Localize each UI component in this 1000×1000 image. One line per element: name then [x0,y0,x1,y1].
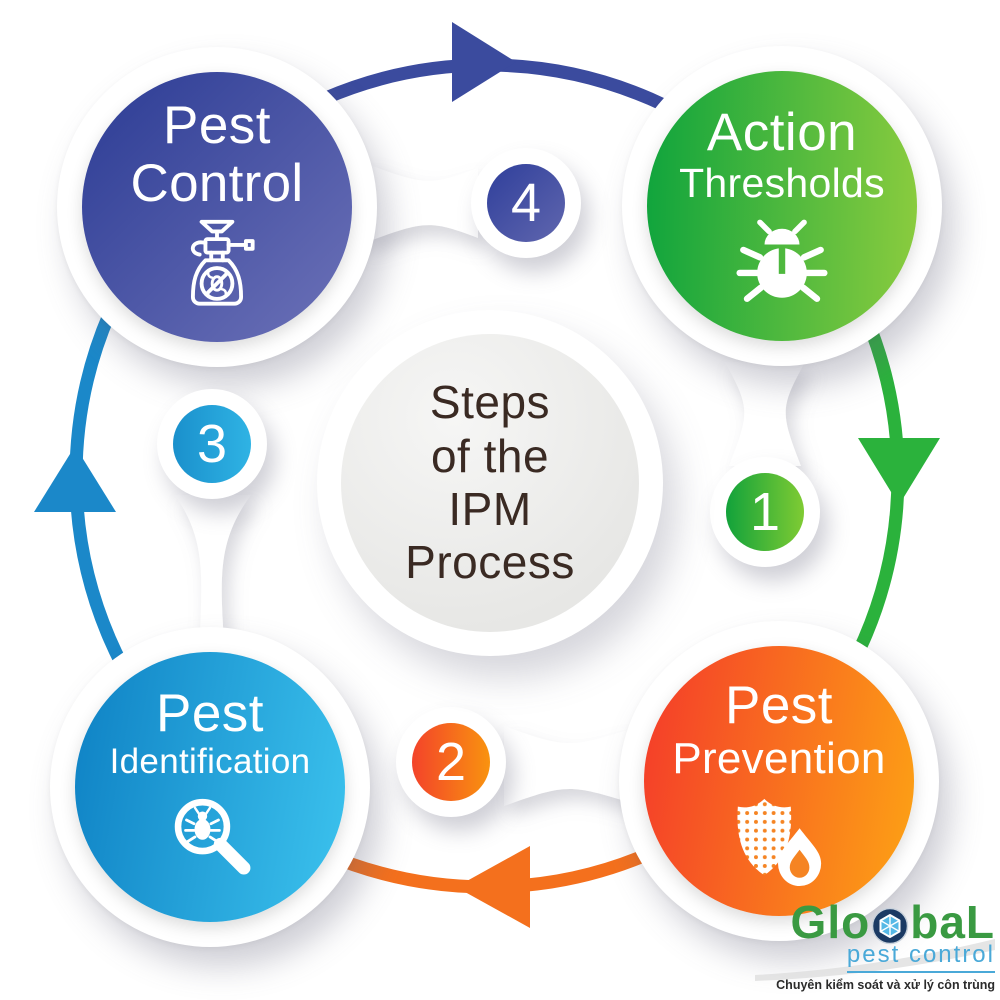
step-circle-pest-prevention: Pest Prevention [619,621,939,941]
connector-badge2 [504,726,628,806]
title-line: of the [430,429,550,482]
badge-fill: 1 [726,473,804,551]
step-circle-pest-control: Pest Control [57,47,377,367]
step-number-badge-1: 1 [710,457,820,567]
step-title: Pest [724,676,834,735]
step-subtitle: Identification [109,742,311,782]
arrow-left-icon [456,846,530,928]
badge-fill: 4 [487,164,565,242]
title-line: IPM [448,483,532,535]
step-number-badge-2: 2 [396,707,506,817]
step-number: 2 [435,732,467,792]
brand-logo: Glo baL pest control Chuyên kiểm soát và… [755,899,995,992]
sprayer-no-pest-icon [190,219,255,306]
step-circle-action-thresholds: Action Thresholds [622,46,942,366]
brand-suffix: baL [910,896,995,948]
step-subtitle: Prevention [672,734,886,784]
logo-subtitle: pest control [846,941,995,973]
step-number: 1 [749,482,781,542]
connector-badge4 [362,162,478,244]
step-circle-fill: Action Thresholds [647,71,917,341]
brand-prefix: Glo [790,896,871,948]
step-number: 3 [196,414,228,474]
step-number-badge-4: 4 [471,148,581,258]
arrow-right-icon [452,22,516,102]
globe-icon [871,906,909,945]
step-circle-fill: Pest Identification [75,652,345,922]
badge-fill: 2 [412,723,490,801]
step-number-badge-3: 3 [157,389,267,499]
step-number: 4 [510,173,542,233]
magnifier-bug-icon [174,799,251,875]
arrow-down-icon [858,438,940,505]
connector-badge1 [725,362,805,466]
step-circle-fill: Pest Control [82,72,352,342]
step-title: Action [706,103,858,162]
badge-fill: 3 [173,405,251,483]
title-line: Steps [429,376,551,429]
connector-badge3 [175,495,251,640]
arrow-up-icon [34,446,116,512]
step-circle-pest-identification: Pest Identification [50,627,370,947]
step-subtitle: Thresholds [679,160,885,207]
shield-flame-icon [737,799,822,887]
brand-text: Glo baL [755,899,995,945]
bug-icon [736,219,828,303]
title-line: Process [405,536,575,589]
step-subtitle: Control [130,154,304,214]
center-title-circle: Steps of the IPM Process [317,310,663,656]
step-title: Pest [155,684,265,743]
step-circle-fill: Pest Prevention [644,646,914,916]
logo-swoosh [755,939,995,981]
center-title: Steps of the IPM Process [341,334,639,632]
step-title: Pest [162,96,272,155]
logo-tagline: Chuyên kiểm soát và xử lý côn trùng [776,978,995,992]
